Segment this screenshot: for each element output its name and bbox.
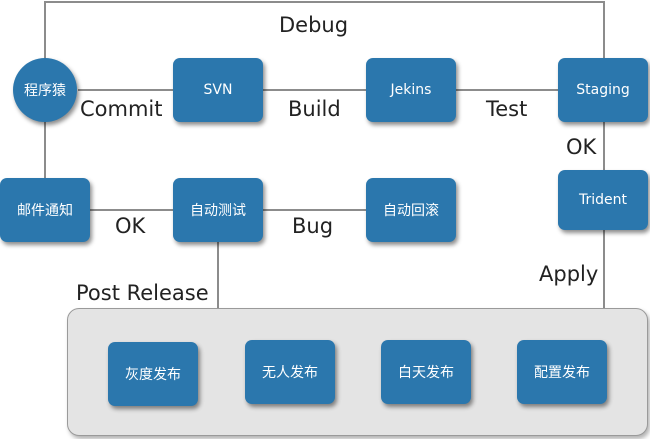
label-debug: Debug xyxy=(279,13,349,37)
node-jekins: Jekins xyxy=(366,58,456,122)
label-test: Test xyxy=(486,97,528,121)
node-svn: SVN xyxy=(173,58,263,122)
node-autotest: 自动测试 xyxy=(173,178,263,242)
node-rollback: 自动回滚 xyxy=(366,178,456,242)
node-unattended-release: 无人发布 xyxy=(245,340,335,404)
label-post-release: Post Release xyxy=(76,281,209,305)
label-commit: Commit xyxy=(80,97,163,121)
node-daytime-release: 白天发布 xyxy=(381,340,471,404)
label-ok-staging: OK xyxy=(566,135,597,159)
label-bug: Bug xyxy=(292,214,334,238)
label-build: Build xyxy=(288,97,341,121)
debug-loop-line xyxy=(44,1,605,60)
node-programmer: 程序猿 xyxy=(13,58,77,122)
node-email: 邮件通知 xyxy=(0,178,90,242)
node-gray-release: 灰度发布 xyxy=(108,342,198,406)
node-staging: Staging xyxy=(558,58,648,122)
label-apply: Apply xyxy=(539,262,599,286)
node-trident: Trident xyxy=(558,170,648,230)
node-config-release: 配置发布 xyxy=(517,340,607,404)
label-ok-email: OK xyxy=(115,214,146,238)
